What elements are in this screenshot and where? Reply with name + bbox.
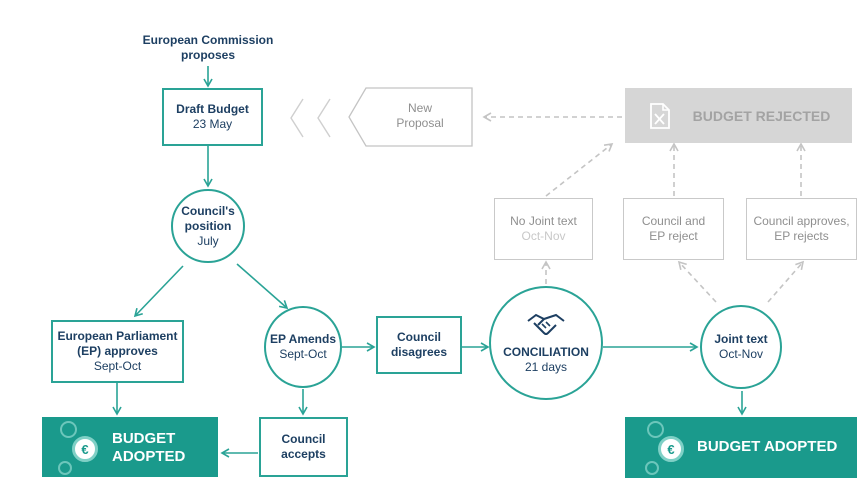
arrow-position-to-ep-approves xyxy=(133,265,184,318)
chevron-left-icon xyxy=(317,98,331,138)
commission-label-line1: European Commission xyxy=(142,33,274,47)
draft-budget-date: 23 May xyxy=(192,117,233,131)
euro-coin-icon: € xyxy=(625,417,685,477)
arrow-joint-to-council-ep-reject xyxy=(677,260,717,303)
euro-symbol: € xyxy=(81,441,89,457)
council-disagrees-line1: Council xyxy=(397,330,441,344)
council-approves-ep-rejects-box: Council approves, EP rejects xyxy=(746,198,857,260)
budget-adopted-right-label: BUDGET ADOPTED xyxy=(697,438,838,455)
council-ep-reject-line2: EP reject xyxy=(649,229,698,243)
rejected-document-icon xyxy=(649,102,670,129)
council-accepts-box: Council accepts xyxy=(259,417,348,477)
euro-symbol: € xyxy=(667,441,675,457)
budget-adopted-right-box: € BUDGET ADOPTED xyxy=(625,417,857,478)
ep-approves-date: Sept-Oct xyxy=(93,359,142,373)
new-proposal-label: New Proposal xyxy=(372,101,468,131)
ep-approves-line2: (EP) approves xyxy=(77,344,158,358)
commission-proposes-label: European Commission proposes xyxy=(128,33,288,63)
ep-amends-date: Sept-Oct xyxy=(279,347,327,361)
conciliation-days: 21 days xyxy=(524,360,568,374)
ep-approves-line1: European Parliament xyxy=(57,329,178,343)
ep-amends-circle: EP Amends Sept-Oct xyxy=(264,306,342,388)
council-accepts-line1: Council xyxy=(281,432,326,446)
no-joint-text-date: Oct-Nov xyxy=(521,229,566,243)
council-disagrees-line2: disagrees xyxy=(390,345,448,359)
budget-rejected-box: BUDGET REJECTED xyxy=(625,88,852,143)
draft-budget-box: Draft Budget 23 May xyxy=(162,88,263,146)
no-joint-text-title: No Joint text xyxy=(510,214,577,228)
handshake-icon xyxy=(527,313,565,335)
council-position-line2: position xyxy=(184,218,232,233)
arrow-position-to-ep-amends xyxy=(236,263,289,310)
joint-text-date: Oct-Nov xyxy=(718,347,763,361)
council-approves-line1: Council approves, xyxy=(753,214,850,228)
council-accepts-line2: accepts xyxy=(281,447,326,461)
joint-text-circle: Joint text Oct-Nov xyxy=(700,305,782,389)
budget-adopted-left-line1: BUDGET xyxy=(112,430,176,447)
arrow-no-joint-to-rejected xyxy=(545,143,614,197)
council-ep-reject-box: Council and EP reject xyxy=(623,198,724,260)
new-proposal-line1: New xyxy=(407,101,432,115)
conciliation-circle: CONCILIATION 21 days xyxy=(489,286,603,400)
new-proposal-shape xyxy=(348,87,473,147)
joint-text-title: Joint text xyxy=(714,332,768,346)
new-proposal-line2: Proposal xyxy=(396,116,444,130)
budget-rejected-label: BUDGET REJECTED xyxy=(692,107,831,124)
council-disagrees-box: Council disagrees xyxy=(376,316,462,374)
conciliation-title: CONCILIATION xyxy=(503,345,589,359)
budget-adopted-left-box: € BUDGET ADOPTED xyxy=(42,417,218,477)
council-position-date: July xyxy=(197,233,219,248)
arrow-joint-to-council-approves xyxy=(767,260,805,303)
no-joint-text-box: No Joint text Oct-Nov xyxy=(494,198,593,260)
commission-label-line2: proposes xyxy=(180,48,235,62)
chevron-left-icon xyxy=(290,98,304,138)
council-position-circle: Council's position July xyxy=(171,189,245,263)
ep-amends-title: EP Amends xyxy=(269,332,337,346)
council-position-line1: Council's xyxy=(181,203,235,218)
euro-coin-icon: € xyxy=(42,417,102,477)
council-approves-line2: EP rejects xyxy=(774,229,829,243)
budget-adopted-left-line2: ADOPTED xyxy=(112,448,186,465)
council-ep-reject-line1: Council and xyxy=(641,214,706,228)
ep-approves-box: European Parliament (EP) approves Sept-O… xyxy=(51,320,184,383)
draft-budget-title: Draft Budget xyxy=(176,102,249,116)
